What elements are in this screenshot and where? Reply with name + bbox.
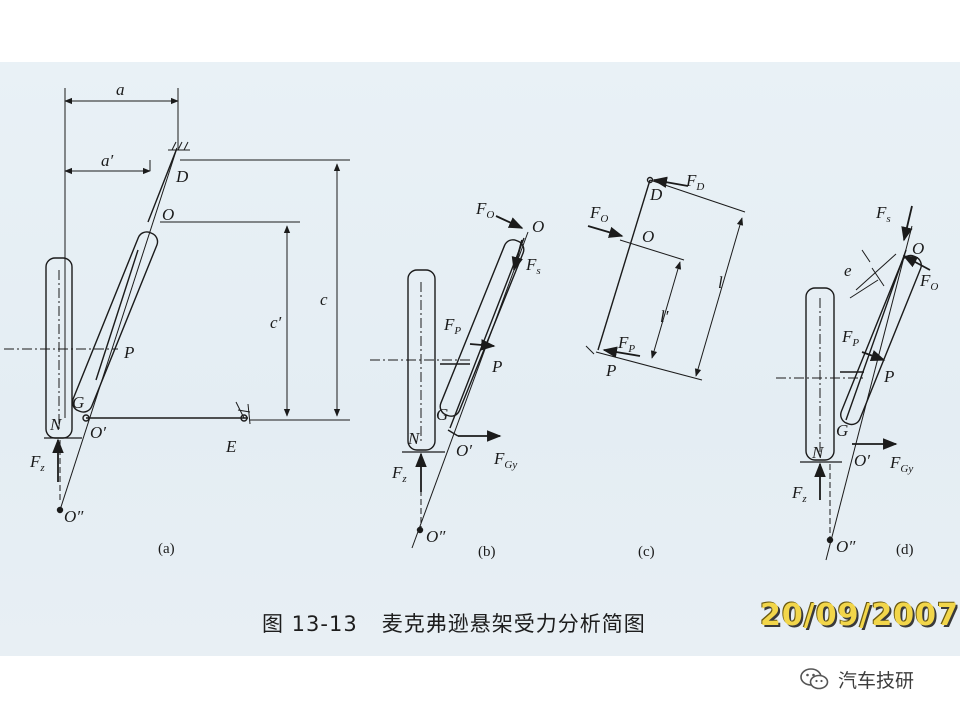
label-FO-b: FO bbox=[475, 199, 494, 221]
strut-body-a bbox=[71, 231, 159, 413]
label-l: l bbox=[718, 273, 723, 292]
label-FO-d: FO bbox=[919, 271, 938, 293]
date-stamp: 20/09/2007 bbox=[760, 598, 959, 633]
label-a: a bbox=[116, 80, 125, 99]
panel-b-labels: FO O Fs FP P G N O′ FGy Fz O″ (b) bbox=[391, 199, 544, 560]
label-l-prime: l′ bbox=[660, 307, 669, 326]
figure-number: 图 13-13 bbox=[262, 612, 358, 636]
label-e: e bbox=[844, 261, 852, 280]
label-N: N bbox=[49, 415, 63, 434]
panel-d-labels: Fs O e FO FP P G N O′ FGy Fz O″ (d) bbox=[791, 203, 938, 558]
label-O-prime-d: O′ bbox=[854, 451, 870, 470]
label-Fs-d: Fs bbox=[875, 203, 891, 225]
label-O-prime: O′ bbox=[90, 423, 106, 442]
label-G: G bbox=[72, 393, 84, 412]
label-P-c: P bbox=[605, 361, 616, 380]
label-O-d: O bbox=[912, 239, 924, 258]
panel-c bbox=[585, 176, 746, 381]
label-O-c: O bbox=[642, 227, 654, 246]
wheel-d bbox=[805, 287, 835, 461]
label-FO-c: FO bbox=[589, 203, 608, 225]
panel-label-a: (a) bbox=[158, 541, 175, 557]
label-FP-c: FP bbox=[617, 333, 635, 355]
watermark: 汽车技研 bbox=[800, 664, 914, 694]
panel-b bbox=[370, 215, 529, 549]
label-O: O bbox=[162, 205, 174, 224]
label-a-prime: a′ bbox=[101, 151, 114, 170]
label-O-double-prime-d: O″ bbox=[836, 537, 856, 556]
label-P: P bbox=[123, 343, 134, 362]
label-O-prime-b: O′ bbox=[456, 441, 472, 460]
label-D-c: D bbox=[649, 185, 663, 204]
label-FD-c: FD bbox=[685, 171, 704, 193]
label-FP-d: FP bbox=[841, 327, 859, 349]
panel-label-b: (b) bbox=[478, 544, 496, 560]
label-P-d: P bbox=[883, 367, 894, 386]
label-G-b: G bbox=[436, 405, 448, 424]
label-c-prime: c′ bbox=[270, 313, 282, 332]
label-G-d: G bbox=[836, 421, 848, 440]
wechat-icon bbox=[800, 668, 829, 690]
label-D: D bbox=[175, 167, 189, 186]
label-E: E bbox=[225, 437, 237, 456]
panel-a-labels: a a′ D O c′ c P G N O′ E Fz O″ (a) bbox=[29, 80, 328, 557]
label-O-b: O bbox=[532, 217, 544, 236]
label-O-double-prime-b: O″ bbox=[426, 527, 446, 546]
label-N-b: N bbox=[407, 429, 421, 448]
figure-title: 麦克弗逊悬架受力分析简图 bbox=[381, 612, 646, 636]
label-Fs-b: Fs bbox=[525, 255, 541, 277]
label-Fz-b: Fz bbox=[391, 463, 407, 485]
watermark-text: 汽车技研 bbox=[838, 669, 915, 692]
panel-label-c: (c) bbox=[638, 544, 655, 560]
label-FGy-d: FGy bbox=[889, 453, 913, 475]
panel-c-labels: FD D FO O l l′ FP P (c) bbox=[589, 171, 723, 560]
label-O-double-prime: O″ bbox=[64, 507, 84, 526]
figure-caption: 图 13-13 麦克弗逊悬架受力分析简图 bbox=[262, 608, 646, 638]
label-Fz-d: Fz bbox=[791, 483, 807, 505]
label-Fz-a: Fz bbox=[29, 452, 45, 474]
label-FP-b: FP bbox=[443, 315, 461, 337]
label-c: c bbox=[320, 290, 328, 309]
panel-a bbox=[4, 88, 350, 514]
label-P-b: P bbox=[491, 357, 502, 376]
panel-label-d: (d) bbox=[896, 542, 914, 558]
panel-d bbox=[776, 205, 931, 561]
label-FGy-b: FGy bbox=[493, 449, 517, 471]
label-N-d: N bbox=[811, 443, 825, 462]
